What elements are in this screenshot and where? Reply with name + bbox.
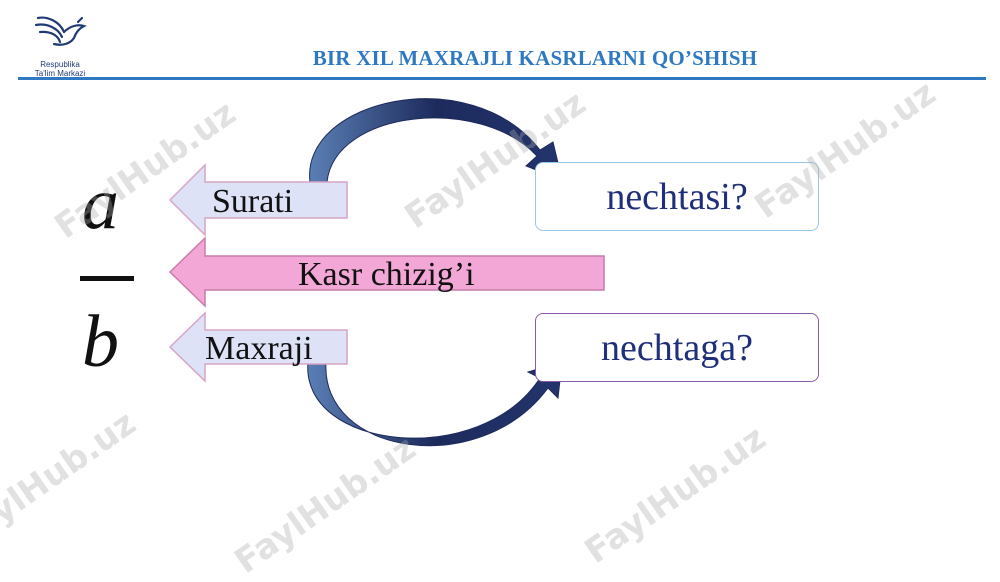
logo: Respublika Ta'lim Markazi xyxy=(20,8,100,80)
kasr-chizigi-label: Kasr chizig’i xyxy=(298,256,475,293)
fraction-numerator: a xyxy=(82,163,119,245)
top-curved-arrow xyxy=(309,98,563,183)
fraction-bar xyxy=(80,276,134,281)
maxraji-label: Maxraji xyxy=(205,330,313,367)
surati-arrow xyxy=(168,163,348,237)
surati-label: Surati xyxy=(212,183,294,220)
dove-icon xyxy=(34,16,87,46)
question-box-nechtaga: nechtaga? xyxy=(535,313,819,382)
bottom-curved-arrow xyxy=(307,361,563,447)
question-text-nechtasi: nechtasi? xyxy=(606,175,748,218)
maxraji-arrow xyxy=(168,311,348,383)
question-text-nechtaga: nechtaga? xyxy=(601,326,753,369)
page-title: BIR XIL MAXRAJLI KASRLARNI QO’SHISH xyxy=(312,46,758,70)
logo-text-line1: Respublika xyxy=(40,60,80,69)
question-box-nechtasi: nechtasi? xyxy=(535,162,819,231)
fraction-diagram xyxy=(168,98,605,447)
header-divider xyxy=(18,77,986,80)
logo-text-line2: Ta'lim Markazi xyxy=(34,69,86,78)
fraction-denominator: b xyxy=(82,301,119,383)
kasr-chizigi-arrow xyxy=(168,236,605,308)
